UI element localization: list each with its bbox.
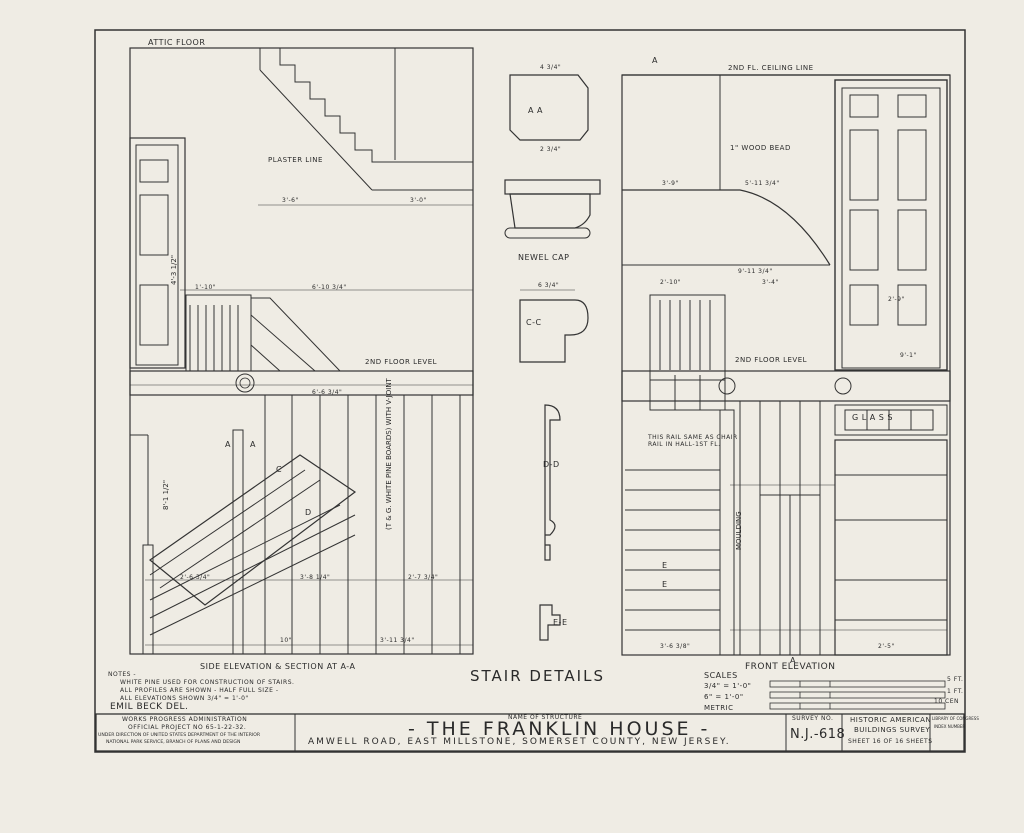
dim-3: 6'-10 3/4" xyxy=(312,284,347,291)
scale-unit-2: 1 FT. xyxy=(947,688,964,695)
newel-cap-label: NEWEL CAP xyxy=(518,253,570,262)
dim-17: 2'-5" xyxy=(878,643,895,650)
survey-number: N.J.-618 xyxy=(790,727,846,742)
marker-a-left: A xyxy=(225,440,231,449)
dim-6: 2'-6 3/4" xyxy=(180,574,211,581)
structure-address: AMWELL ROAD, EAST MILLSTONE, SOMERSET CO… xyxy=(308,737,731,747)
wpa-line-1: WORKS PROGRESS ADMINISTRATION xyxy=(122,716,248,723)
marker-d: D xyxy=(305,508,312,517)
dim-8: 2'-7 3/4" xyxy=(408,574,439,581)
dim-19: 2 3/4" xyxy=(540,146,562,153)
sheet-info: SHEET 16 OF 16 SHEETS xyxy=(848,738,933,745)
moulding-label: MOULDING xyxy=(735,511,743,550)
scale-bars xyxy=(769,680,946,710)
dim-1: 3'-6" xyxy=(282,197,299,204)
marker-e-1: E xyxy=(662,561,668,570)
section-ee-label: E-E xyxy=(553,618,568,627)
dim-22: 3'-11 3/4" xyxy=(380,637,415,644)
wpa-line-2: OFFICIAL PROJECT NO 65-1-22-32. xyxy=(128,724,247,731)
dim-20: 6 3/4" xyxy=(538,282,560,289)
dim-7: 3'-8 1/4" xyxy=(300,574,331,581)
notes-heading: NOTES - xyxy=(108,671,137,678)
survey-label: SURVEY NO. xyxy=(792,715,834,722)
profile-details xyxy=(504,74,601,641)
habs-line-2: BUILDINGS SURVEY xyxy=(854,726,931,734)
delineator: EMIL BECK DEL. xyxy=(110,702,189,712)
notes-line-3: ALL ELEVATIONS SHOWN 3/4" = 1'-0" xyxy=(120,695,249,702)
drawing-heading: STAIR DETAILS xyxy=(470,667,605,685)
dim-5: 6'-6 3/4" xyxy=(312,389,343,396)
wpa-line-3: UNDER DIRECTION OF UNITED STATES DEPARTM… xyxy=(98,733,261,738)
dim-10: 4'-3 1/2" xyxy=(170,254,178,285)
title-block xyxy=(95,713,965,752)
scale-unit-1: 5 FT. xyxy=(947,676,964,683)
rail-note: THIS RAIL SAME AS CHAIR RAIL IN HALL-1ST… xyxy=(648,434,738,448)
structure-name-label: NAME OF STRUCTURE xyxy=(508,714,583,721)
dim-4: 1'-10" xyxy=(195,284,217,291)
scale-1: 3/4" = 1'-0" xyxy=(704,682,752,690)
dim-21: 2'-9" xyxy=(888,296,905,303)
boards-note: (T & G. WHITE PINE BOARDS) WITH V-JOINT xyxy=(385,378,393,530)
dim-23: 10" xyxy=(280,637,292,644)
section-cc-label: C-C xyxy=(526,318,542,327)
dim-15: 3'-9" xyxy=(662,180,679,187)
dim-24: 9'-1" xyxy=(900,352,917,359)
glass-label: G L A S S xyxy=(852,413,893,422)
dim-9: 8'-1 1/2" xyxy=(162,479,170,510)
dim-12: 3'-4" xyxy=(762,279,779,286)
plaster-line-label: PLASTER LINE xyxy=(268,156,323,164)
marker-c: C xyxy=(276,465,283,474)
marker-a-top: A xyxy=(652,56,658,65)
dim-14: 5'-11 3/4" xyxy=(745,180,780,187)
front-elevation-view xyxy=(621,74,951,656)
structure-name: - THE FRANKLIN HOUSE - xyxy=(408,718,711,740)
wpa-line-4: NATIONAL PARK SERVICE, BRANCH OF PLANS A… xyxy=(106,740,241,745)
library-line-1: LIBRARY OF CONGRESS xyxy=(932,716,979,721)
notes-line-1: WHITE PINE USED FOR CONSTRUCTION OF STAI… xyxy=(120,679,295,686)
second-floor-level-left-label: 2ND FLOOR LEVEL xyxy=(365,358,438,366)
notes-line-2: ALL PROFILES ARE SHOWN - HALF FULL SIZE … xyxy=(120,687,279,694)
library-line-2: INDEX NUMBER xyxy=(934,724,966,729)
left-view-title: SIDE ELEVATION & SECTION AT A-A xyxy=(200,662,356,671)
scale-unit-3: 10 CEN xyxy=(934,698,960,705)
dim-11: 9'-11 3/4" xyxy=(738,268,773,275)
marker-a-bottom: A xyxy=(790,656,796,665)
second-floor-level-right-label: 2ND FLOOR LEVEL xyxy=(735,356,808,364)
right-view-title: FRONT ELEVATION xyxy=(745,662,836,672)
marker-a-left-2: A xyxy=(250,440,256,449)
habs-line-1: HISTORIC AMERICAN xyxy=(850,716,932,724)
sheet-border xyxy=(94,29,966,753)
wood-bead-label: 1" WOOD BEAD xyxy=(730,144,791,152)
dim-2: 3'-0" xyxy=(410,197,427,204)
ceiling-line-label: 2ND FL. CEILING LINE xyxy=(728,64,814,72)
marker-e-2: E xyxy=(662,580,668,589)
section-dd-label: D-D xyxy=(543,460,560,469)
dim-18: 4 3/4" xyxy=(540,64,562,71)
attic-floor-label: ATTIC FLOOR xyxy=(148,38,206,47)
section-aa-label: A A xyxy=(528,106,543,115)
dim-13: 2'-10" xyxy=(660,279,682,286)
scales-heading: SCALES xyxy=(704,671,738,680)
scale-2: 6" = 1'-0" xyxy=(704,693,744,701)
dim-16: 3'-6 3/8" xyxy=(660,643,691,650)
side-elevation-view xyxy=(129,47,474,655)
scale-metric: METRIC xyxy=(704,704,734,712)
